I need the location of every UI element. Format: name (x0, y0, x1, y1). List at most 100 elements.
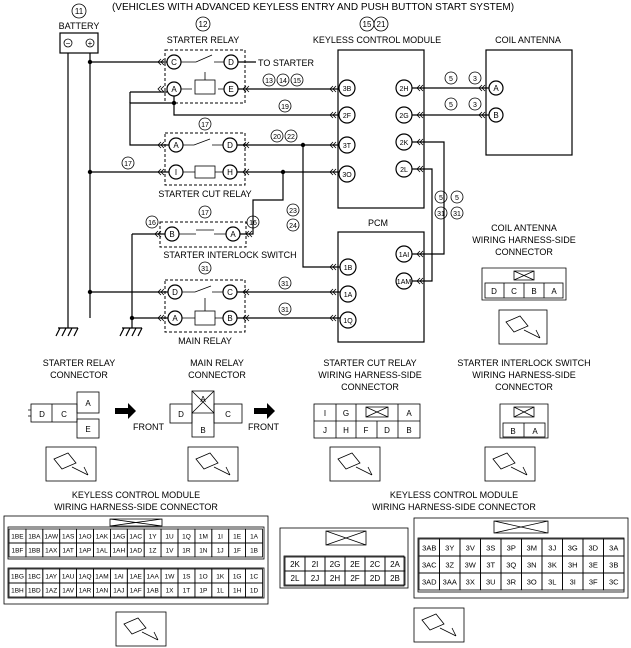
kcm1-pin-label: 1AJ (113, 587, 124, 594)
kcm1-pin-label: 1B (250, 547, 258, 554)
sr-pin-a: A (171, 85, 177, 94)
kcm1-pin-cell (245, 542, 263, 558)
kcm1-pin-label: 1V (166, 547, 175, 554)
kcm3-pin-label: 3P (507, 543, 516, 552)
wire-num-31d: 31 (437, 211, 445, 218)
wire-num-13: 13 (265, 78, 273, 85)
wire-num-5d: 5 (455, 195, 459, 202)
scr-pin-a: A (173, 141, 179, 150)
sr-conn-pin-c: C (61, 410, 67, 419)
wire-num-16b: 16 (249, 220, 257, 227)
sr-conn-pin-a: A (85, 399, 91, 408)
kcm3-pin-label: 3AC (422, 560, 437, 569)
kcm-conn2-title-1: KEYLESS CONTROL MODULE (390, 490, 518, 500)
wire-num-20: 20 (273, 134, 281, 141)
kcm1-pin-label: 1L (217, 587, 225, 594)
wire-num-3b: 3 (473, 102, 477, 109)
starter-relay: 12 STARTER RELAY C D A E TO STARTER (164, 16, 315, 104)
wire-num-19: 19 (281, 104, 289, 111)
coil-conn-title-1: COIL ANTENNA (491, 223, 557, 233)
kcm-pin-2h: 2H (400, 86, 409, 93)
starter-interlock-switch: B A STARTER INTERLOCK SWITCH (159, 221, 297, 260)
kcm-conn1-title-2: WIRING HARNESS-SIDE CONNECTOR (54, 502, 218, 512)
kcm3-pin-label: 3T (486, 560, 495, 569)
kcm1-pin-label: 1K (216, 573, 225, 580)
kcm2-pin-label: 2H (330, 574, 340, 583)
mr-conn-pin-b: B (200, 426, 205, 435)
kcm2-pin-label: 2K (290, 560, 300, 569)
kcm3-pin-label: 3AA (443, 577, 457, 586)
kcm1-pin-label: 1AK (96, 533, 109, 540)
mr-pin-a: A (172, 314, 178, 323)
pcm-pin-1ai: 1AI (399, 252, 410, 259)
kcm3-pin-label: 3A (609, 543, 618, 552)
kcm1-pin-label: 1E (233, 533, 242, 540)
kcm-connector-1: KEYLESS CONTROL MODULE WIRING HARNESS-SI… (3, 490, 269, 647)
kcm-pin-2k: 2K (400, 140, 409, 147)
kcm3-pin-label: 3AD (422, 577, 437, 586)
battery-number: 11 (75, 7, 84, 16)
sr-pin-e: E (228, 85, 233, 94)
isw-pin-a: A (230, 230, 236, 239)
kcm1-pin-label: 1A (250, 533, 259, 540)
kcm1-pin-label: 1G (233, 573, 242, 580)
pcm-pin-1q: 1Q (343, 318, 353, 325)
kcm-pin-3b: 3B (343, 86, 352, 93)
kcm1-pin-label: 1AN (96, 587, 109, 594)
kcm1-pin-label: 1AZ (45, 587, 57, 594)
coil-conn-pin-b: B (531, 287, 536, 296)
wire-num-31a: 31 (201, 266, 209, 273)
scr-pin-h: H (227, 168, 233, 177)
kcm1-pin-label: 1O (199, 573, 208, 580)
kcm3-pin-label: 3L (548, 577, 556, 586)
isw-label: STARTER INTERLOCK SWITCH (163, 250, 296, 260)
kcm1-pin-label: 1AF (130, 587, 142, 594)
kcm1-pin-label: 1AL (96, 547, 108, 554)
main-relay-connector: MAIN RELAY CONNECTOR D A C B FRONT (169, 358, 279, 482)
kcm1-pin-cell (245, 582, 263, 598)
pcm-pin-1b: 1B (344, 265, 353, 272)
kcm1-pin-label: 1BG (11, 573, 24, 580)
kcm1-pin-label: 1AS (62, 533, 75, 540)
starter-cut-relay-connector: STARTER CUT RELAY WIRING HARNESS-SIDE CO… (313, 358, 422, 482)
scr-pin-d: D (227, 141, 233, 150)
kcm1-pin-label: 1AT (62, 547, 73, 554)
kcm1-pin-label: 1AV (62, 587, 74, 594)
kcm3-pin-label: 3D (588, 543, 598, 552)
kcm1-pin-label: 1BE (11, 533, 24, 540)
kcm1-pin-label: 1W (165, 573, 176, 580)
kcm1-pin-label: 1AA (147, 573, 160, 580)
coil-pin-a: A (493, 84, 499, 93)
kcm2-pin-label: 2A (390, 560, 400, 569)
starter-relay-label: STARTER RELAY (167, 35, 240, 45)
wire-num-5a: 5 (449, 76, 453, 83)
scr-conn-pin-d: D (384, 426, 390, 435)
kcm1-pin-label: 1R (182, 547, 191, 554)
kcm3-pin-label: 3U (486, 577, 496, 586)
coil-conn-pin-d: D (491, 287, 497, 296)
kcm-number-2: 21 (377, 20, 386, 29)
scr-conn-title-3: CONNECTOR (341, 382, 399, 392)
mr-conn-title-2: CONNECTOR (188, 370, 246, 380)
kcm1-pin-label: 1BA (28, 533, 41, 540)
wire-num-5c: 5 (439, 195, 443, 202)
kcm1-pin-label: 1AQ (79, 573, 92, 580)
kcm3-pin-label: 3X (466, 577, 475, 586)
scr-conn-title-2: WIRING HARNESS-SIDE (318, 370, 422, 380)
sr-conn-pin-e: E (85, 425, 90, 434)
kcm1-pin-label: 1AR (79, 587, 92, 594)
wire-num-31e: 31 (453, 211, 461, 218)
starter-cut-relay: A D I H STARTER CUT RELAY (158, 132, 252, 199)
kcm1-pin-label: 1AI (114, 573, 124, 580)
battery-label: BATTERY (59, 21, 100, 31)
kcm3-pin-label: 3N (527, 560, 537, 569)
wire-num-15: 15 (293, 78, 301, 85)
kcm1-pin-label: 1X (166, 587, 175, 594)
kcm1-pin-label: 1AW (44, 533, 59, 540)
kcm3-pin-label: 3J (548, 543, 556, 552)
kcm1-pin-label: 1BF (11, 547, 23, 554)
to-starter-label: TO STARTER (258, 58, 315, 68)
